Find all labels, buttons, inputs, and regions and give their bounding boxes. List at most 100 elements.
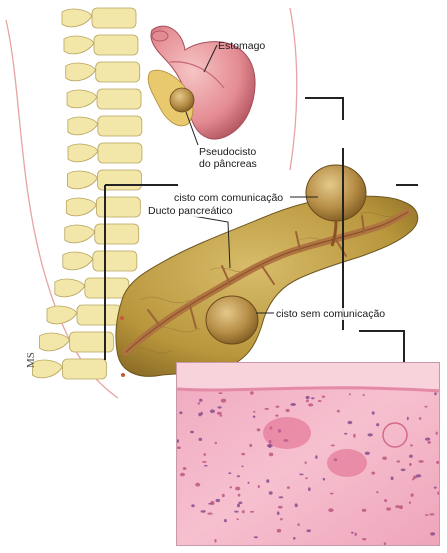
cell-nucleus: [321, 395, 325, 398]
vertebra: [96, 88, 142, 110]
label-stomach: Estomago: [218, 40, 266, 52]
cell-nucleus: [257, 485, 260, 489]
cell-nucleus: [361, 508, 367, 512]
cell-nucleus: [351, 531, 354, 534]
cell-nucleus: [411, 478, 415, 481]
cell-nucleus: [367, 433, 373, 437]
vertebra: [95, 196, 141, 218]
cell-nucleus: [315, 455, 318, 459]
svg-text:MS: MS: [25, 352, 37, 368]
vertebral-process: [64, 224, 96, 244]
label-pancreatic-duct: Ducto pancreático: [147, 205, 234, 217]
cell-nucleus: [308, 487, 311, 492]
cell-nucleus: [278, 496, 284, 499]
cell-nucleus: [241, 465, 244, 468]
cell-nucleus: [280, 518, 283, 521]
cell-nucleus: [203, 453, 207, 456]
cell-nucleus: [195, 482, 201, 487]
cell-nucleus: [204, 464, 208, 467]
vertebral-process: [66, 89, 98, 109]
cell-nucleus: [382, 456, 387, 460]
cell-nucleus: [214, 539, 217, 543]
vertebral-process: [67, 116, 99, 136]
vertebral-process: [32, 359, 63, 379]
cell-nucleus: [275, 405, 280, 408]
cell-nucleus: [362, 394, 366, 396]
cell-nucleus: [179, 411, 183, 415]
label-communicating-cyst: cisto com comunicação: [173, 192, 285, 204]
non-communicating-cyst: [205, 295, 259, 345]
label-pseudocyst-line1: Pseudocisto: [199, 146, 257, 158]
cell-nucleus: [433, 486, 437, 489]
cell-nucleus: [209, 409, 215, 413]
cell-nucleus: [191, 504, 195, 508]
cell-nucleus: [383, 542, 387, 545]
cell-nucleus: [268, 491, 273, 495]
cell-nucleus: [180, 472, 185, 477]
cell-nucleus: [241, 452, 246, 456]
vertebral-process: [67, 170, 98, 190]
cell-nucleus: [200, 510, 206, 513]
cell-nucleus: [418, 460, 424, 463]
cell-nucleus: [297, 523, 300, 526]
cell-nucleus: [249, 443, 253, 448]
cell-nucleus: [197, 402, 201, 405]
cell-nucleus: [234, 510, 239, 513]
vertebra: [76, 304, 122, 326]
cell-nucleus: [238, 501, 243, 505]
cell-nucleus: [305, 399, 309, 403]
cell-nucleus: [249, 510, 255, 513]
vertebra: [93, 34, 139, 56]
cell-nucleus: [276, 528, 282, 533]
cell-nucleus: [347, 420, 353, 425]
cell-nucleus: [395, 505, 400, 509]
cell-nucleus: [250, 391, 254, 395]
cell-nucleus: [182, 467, 187, 470]
label-pseudocyst-line2: do pâncreas: [199, 158, 257, 170]
cell-nucleus: [256, 428, 261, 432]
vertebra: [92, 250, 138, 272]
cell-nucleus: [247, 481, 250, 484]
cell-nucleus: [223, 519, 227, 523]
cell-nucleus: [437, 491, 439, 495]
vertebra: [94, 223, 140, 245]
cell-nucleus: [237, 493, 241, 497]
cell-nucleus: [322, 477, 326, 481]
vertebral-process: [65, 197, 97, 217]
cell-nucleus: [425, 514, 429, 516]
histology-image: [177, 363, 439, 545]
cell-nucleus: [221, 493, 225, 498]
cell-nucleus: [311, 397, 315, 400]
cell-nucleus: [429, 513, 435, 516]
cell-nucleus: [290, 403, 296, 406]
cell-nucleus: [294, 503, 298, 508]
cell-nucleus: [215, 498, 221, 503]
cell-nucleus: [266, 479, 270, 483]
cell-nucleus: [235, 486, 241, 491]
pseudocyst-inset: [147, 69, 195, 127]
vertebral-process: [67, 143, 99, 163]
cell-nucleus: [413, 475, 417, 479]
cell-nucleus: [353, 433, 356, 438]
vertebral-process: [62, 251, 94, 271]
cell-nucleus: [399, 505, 403, 510]
cell-nucleus: [317, 400, 322, 402]
cell-nucleus: [308, 403, 314, 407]
cell-nucleus: [427, 441, 431, 444]
cell-nucleus: [409, 454, 413, 458]
cell-nucleus: [400, 468, 406, 472]
cell-nucleus: [430, 532, 436, 536]
cell-nucleus: [348, 393, 351, 396]
label-pseudocyst: Pseudocisto do pâncreas: [199, 146, 257, 170]
cell-nucleus: [236, 475, 240, 478]
vertebra: [91, 7, 137, 29]
cell-nucleus: [354, 532, 357, 536]
cell-nucleus: [207, 512, 213, 515]
vertebra: [95, 61, 141, 83]
cell-nucleus: [177, 439, 180, 443]
cell-nucleus: [408, 501, 412, 504]
cell-nucleus: [390, 476, 394, 481]
cell-nucleus: [406, 416, 409, 421]
cell-nucleus: [214, 441, 217, 445]
cell-nucleus: [177, 446, 181, 449]
